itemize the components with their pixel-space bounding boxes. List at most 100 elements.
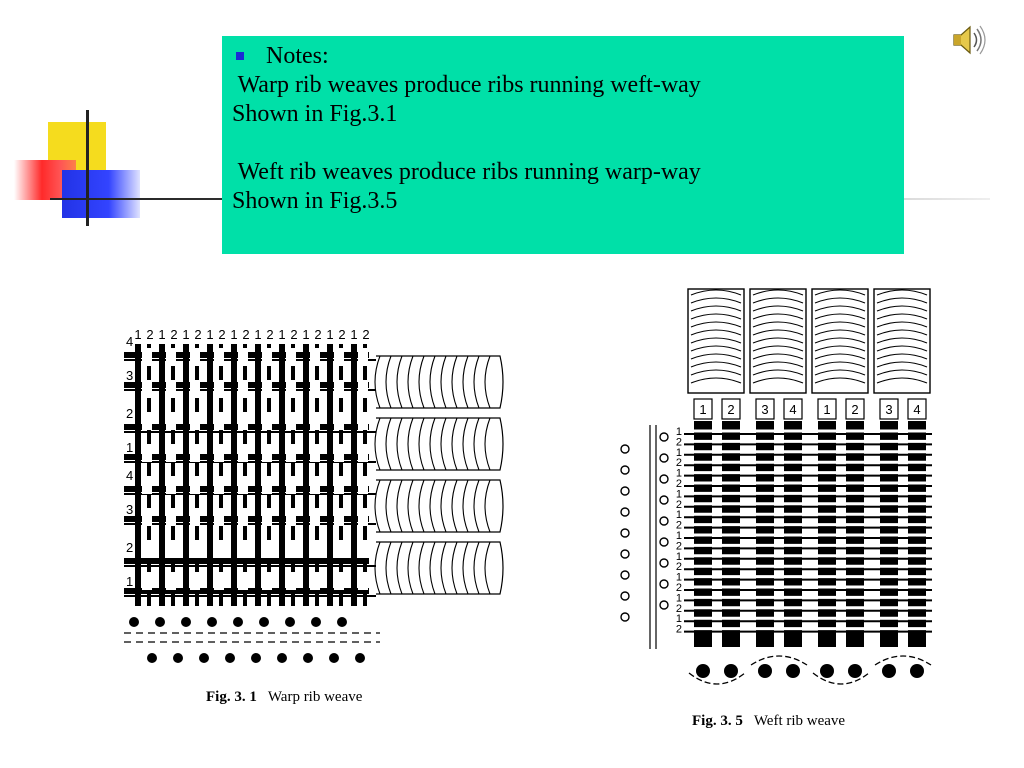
figure-3-1-caption: Fig. 3. 1 Warp rib weave: [206, 689, 362, 706]
fig2-cloth-rib: [814, 353, 866, 360]
speaker-icon[interactable]: [950, 22, 986, 58]
bullet-icon: [236, 51, 244, 60]
fig2-label-box: [817, 398, 837, 420]
fig1-interlace-gap: [190, 412, 200, 430]
fig1-top-label: 2: [314, 327, 321, 342]
fig1-interlace-gap: [142, 508, 152, 526]
fig2-binding-curve: [812, 672, 870, 685]
notes-heading: Notes:: [266, 43, 329, 69]
fig2-cloth-rib: [814, 289, 866, 296]
fig1-top-label: 1: [230, 327, 237, 342]
fig1-interlace-gap: [214, 476, 224, 494]
fig1-top-label: 1: [326, 327, 333, 342]
fig1-interlace-gap: [214, 348, 224, 366]
fig1-cloth-rib: [374, 417, 381, 471]
fig1-interlace-gap: [286, 380, 296, 398]
fig1-cloth-rib: [473, 417, 480, 471]
fig1-interlace-gap: [190, 380, 200, 398]
fig2-outer-circle: [620, 549, 630, 559]
fig1-dot: [207, 617, 217, 627]
fig1-dot: [355, 653, 365, 663]
fig1-cloth-rib: [429, 479, 436, 533]
fig2-cloth-rib: [876, 337, 928, 344]
fig2-cloth-rib: [814, 297, 866, 304]
fig2-side-label: 2: [676, 582, 682, 594]
fig1-cloth-rib: [374, 541, 381, 595]
fig2-outer-circle: [620, 591, 630, 601]
fig1-interlace-gap: [334, 444, 344, 462]
fig2-side-label: 2: [676, 436, 682, 448]
fig2-side-label: 2: [676, 478, 682, 490]
fig2-cloth-rib: [690, 289, 742, 296]
fig1-warp-thread: [183, 344, 189, 606]
fig1-weft-band: [124, 588, 369, 594]
fig2-binding-curve: [874, 655, 932, 666]
fig2-cloth-rib: [814, 361, 866, 368]
fig2-side-label: 1: [676, 551, 682, 563]
fig1-cloth-rib: [396, 417, 403, 471]
fig1-interlace-gap: [358, 444, 368, 462]
fig2-cloth-rib: [690, 369, 742, 376]
fig1-dot: [233, 617, 243, 627]
fig2-outer-circle: [620, 528, 630, 538]
fig2-side-label: 1: [676, 613, 682, 625]
fig1-interlace-gap: [334, 540, 344, 558]
fig2-top-label: 2: [727, 402, 734, 417]
fig1-interlace-gap: [262, 348, 272, 366]
fig1-interlace-gap: [142, 412, 152, 430]
fig1-warp-thread: [135, 344, 141, 606]
notes-line-2: Shown in Fig.3.1: [232, 101, 398, 127]
fig1-warp-thread: [159, 344, 165, 606]
fig1-interlace-gap: [358, 572, 368, 590]
fig1-cloth-rib: [451, 541, 458, 595]
fig2-top-label: 3: [885, 402, 892, 417]
fig1-top-label: 2: [146, 327, 153, 342]
fig1-interlace-gap: [334, 572, 344, 590]
fig1-interlace-gap: [358, 540, 368, 558]
fig2-cloth-rib: [876, 345, 928, 352]
fig1-top-label: 2: [266, 327, 273, 342]
fig2-cloth-rib: [752, 305, 804, 312]
fig1-top-label: 1: [302, 327, 309, 342]
fig1-cloth-rib: [418, 541, 425, 595]
fig1-interlace-gap: [262, 476, 272, 494]
fig1-top-label: 1: [278, 327, 285, 342]
fig2-cloth-rib: [876, 361, 928, 368]
fig1-top-label: 2: [290, 327, 297, 342]
fig2-cloth-rib: [752, 297, 804, 304]
fig1-warp-thread: [327, 344, 333, 606]
fig1-cloth-rib: [418, 479, 425, 533]
fig1-interlace-gap: [166, 348, 176, 366]
fig2-side-label: 1: [676, 468, 682, 480]
fig2-dot: [820, 664, 834, 678]
fig1-cloth-rib: [429, 355, 436, 409]
fig1-cloth-rib: [385, 541, 392, 595]
fig1-dot: [173, 653, 183, 663]
fig1-interlace-gap: [358, 476, 368, 494]
fig2-cloth-rib: [752, 313, 804, 320]
fig1-side-label: 2: [126, 540, 133, 555]
fig1-interlace-gap: [262, 380, 272, 398]
fig2-side-label: 2: [676, 603, 682, 615]
fig1-interlace-gap: [310, 412, 320, 430]
fig1-interlace-gap: [310, 380, 320, 398]
fig1-cloth-rib: [385, 417, 392, 471]
fig1-interlace-gap: [166, 476, 176, 494]
fig2-cloth-rib: [876, 321, 928, 328]
fig2-cloth-rib: [690, 297, 742, 304]
fig2-outer-circle: [620, 444, 630, 454]
fig1-cloth-rib: [396, 479, 403, 533]
fig1-cloth-rib: [473, 479, 480, 533]
notes-line-1: Warp rib weaves produce ribs running wef…: [232, 72, 701, 98]
fig2-label-box: [721, 398, 741, 420]
fig2-cloth-rib: [876, 289, 928, 296]
fig2-top-label: 4: [913, 402, 920, 417]
fig2-side-label: 2: [676, 624, 682, 636]
fig1-cloth-rib: [407, 479, 414, 533]
fig2-inner-circle: [659, 474, 669, 484]
fig2-cloth-rib: [814, 377, 866, 384]
fig1-cloth-rib: [374, 479, 381, 533]
fig1-dot: [285, 617, 295, 627]
fig2-label-box: [879, 398, 899, 420]
fig2-binding-curve: [750, 655, 808, 666]
